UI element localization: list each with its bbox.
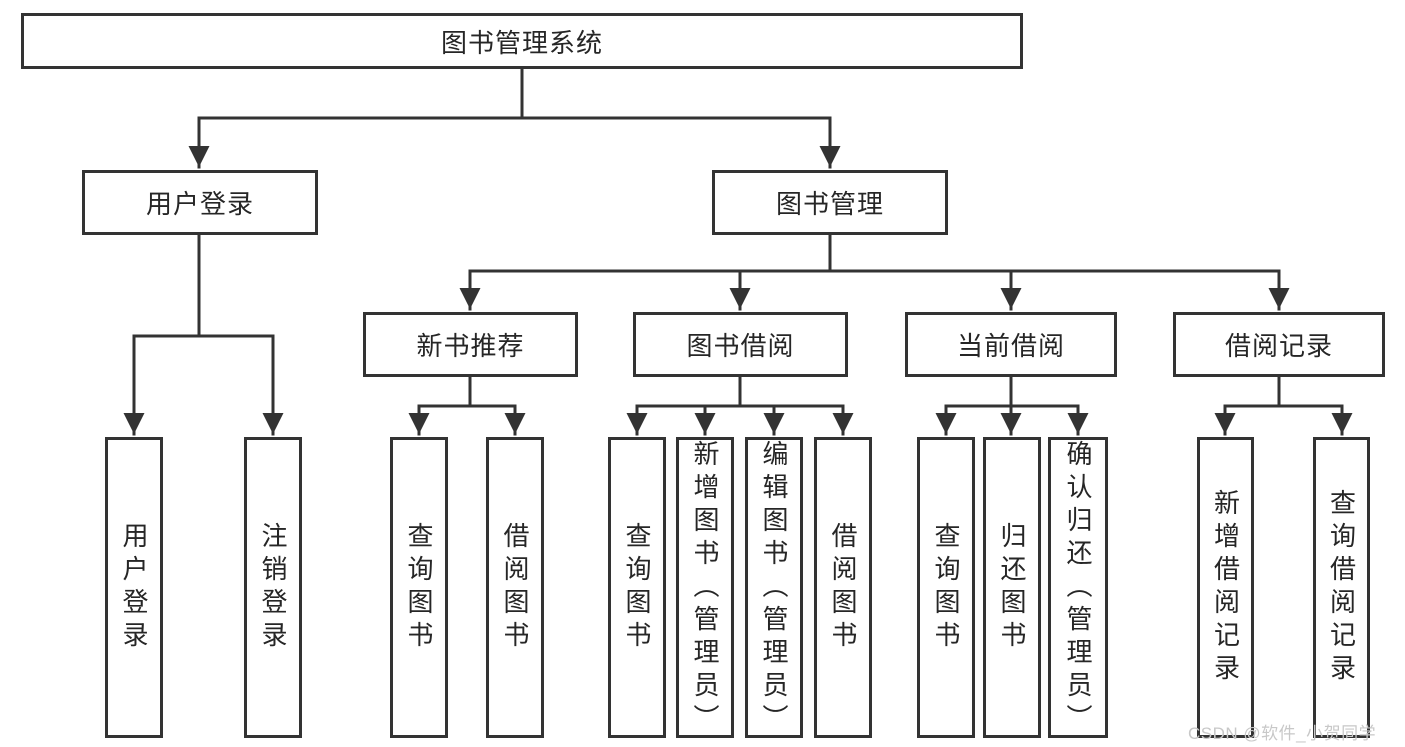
- node-current-borrow: 当前借阅: [905, 312, 1117, 377]
- leaf-borrow-borrow-label: 借阅图书: [828, 521, 858, 654]
- leaf-records-add: 新增借阅记录: [1197, 437, 1254, 738]
- leaf-current-confirm-admin: 确认归还（管理员）: [1048, 437, 1108, 738]
- leaf-current-return: 归还图书: [983, 437, 1041, 738]
- leaf-current-confirm-admin-label: 确认归还（管理员）: [1063, 440, 1093, 737]
- tree-branches: [123, 67, 1353, 436]
- leaf-logout-label: 注销登录: [258, 521, 288, 654]
- leaf-borrow-add-admin-label: 新增图书（管理员）: [690, 440, 720, 737]
- node-book-management: 图书管理: [712, 170, 948, 235]
- node-book-management-label: 图书管理: [775, 189, 884, 219]
- leaf-logout: 注销登录: [244, 437, 302, 738]
- node-borrow-records-label: 借阅记录: [1224, 331, 1333, 361]
- node-new-book-recommend-label: 新书推荐: [416, 331, 525, 361]
- node-root-label: 图书管理系统: [440, 27, 603, 58]
- leaf-current-return-label: 归还图书: [997, 521, 1027, 654]
- leaf-newbook-borrow-label: 借阅图书: [500, 521, 530, 654]
- leaf-user-login-label: 用户登录: [119, 521, 149, 654]
- leaf-newbook-query-label: 查询图书: [404, 521, 434, 654]
- leaf-borrow-borrow: 借阅图书: [814, 437, 872, 738]
- node-root: 图书管理系统: [21, 13, 1023, 69]
- leaf-borrow-add-admin: 新增图书（管理员）: [676, 437, 734, 738]
- node-book-borrow-label: 图书借阅: [686, 331, 795, 361]
- node-user-login-label: 用户登录: [145, 189, 254, 219]
- leaf-borrow-edit-admin-label: 编辑图书（管理员）: [759, 440, 789, 737]
- node-new-book-recommend: 新书推荐: [363, 312, 578, 377]
- leaf-records-query-label: 查询借阅记录: [1326, 488, 1357, 687]
- leaf-borrow-query-label: 查询图书: [622, 521, 652, 654]
- leaf-current-query: 查询图书: [917, 437, 975, 738]
- node-user-login: 用户登录: [82, 170, 318, 235]
- node-borrow-records: 借阅记录: [1173, 312, 1385, 377]
- leaf-newbook-query: 查询图书: [390, 437, 448, 738]
- leaf-newbook-borrow: 借阅图书: [486, 437, 544, 738]
- leaf-records-query: 查询借阅记录: [1313, 437, 1370, 738]
- node-current-borrow-label: 当前借阅: [956, 331, 1065, 361]
- leaf-current-query-label: 查询图书: [931, 521, 961, 654]
- csdn-watermark: CSDN @软件_小贺同学: [1188, 724, 1377, 743]
- node-book-borrow: 图书借阅: [633, 312, 848, 377]
- leaf-borrow-query: 查询图书: [608, 437, 666, 738]
- leaf-records-add-label: 新增借阅记录: [1210, 488, 1241, 687]
- leaf-user-login: 用户登录: [105, 437, 163, 738]
- leaf-borrow-edit-admin: 编辑图书（管理员）: [745, 437, 803, 738]
